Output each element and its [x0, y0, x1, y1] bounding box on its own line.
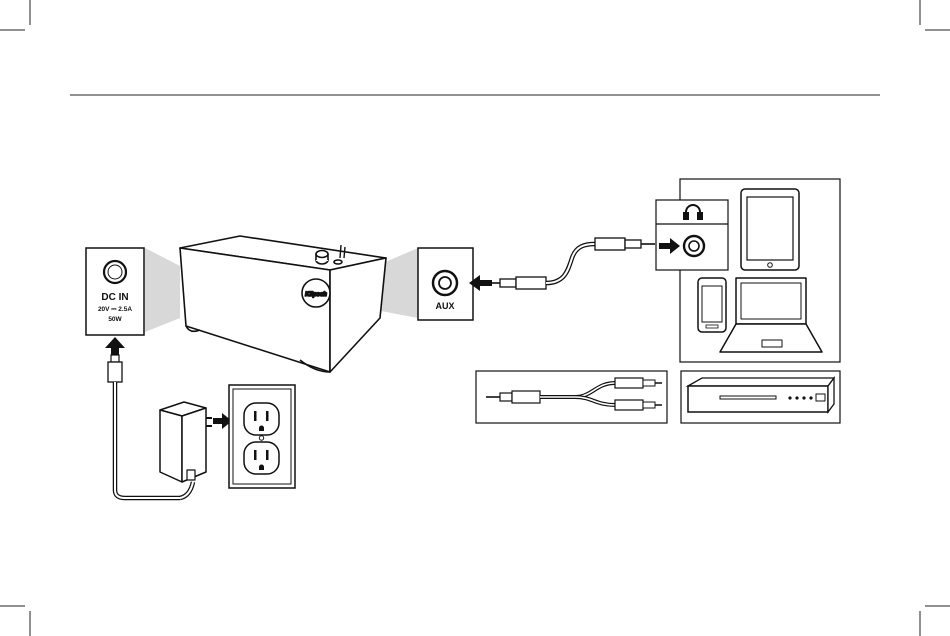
source-devices-panel — [656, 179, 840, 362]
speaker-side — [330, 258, 386, 372]
media-player-icon — [688, 378, 834, 412]
speaker-illustration: Klipsch — [180, 236, 386, 372]
aux-panel: AUX — [418, 248, 473, 320]
dc-jack-icon — [104, 261, 126, 283]
wall-outlet-icon — [229, 385, 295, 488]
aux-cable — [486, 238, 655, 289]
dc-projection — [145, 248, 180, 332]
laptop-icon — [720, 278, 822, 352]
tablet-icon — [741, 189, 799, 270]
dc-in-panel: DC IN 20V ⎓ 2.5A 50W — [86, 248, 144, 335]
speaker-front — [180, 248, 330, 372]
dc-in-power: 50W — [108, 316, 122, 323]
rca-cable-panel — [476, 371, 667, 423]
dc-in-title: DC IN — [101, 292, 128, 303]
dc-in-rating: 20V ⎓ 2.5A — [98, 306, 132, 313]
power-adapter-icon — [160, 402, 212, 482]
aux-label: AUX — [435, 301, 454, 311]
speaker-logo-text: Klipsch — [305, 292, 327, 298]
smartphone-icon — [698, 278, 726, 332]
media-player-panel — [681, 371, 840, 423]
